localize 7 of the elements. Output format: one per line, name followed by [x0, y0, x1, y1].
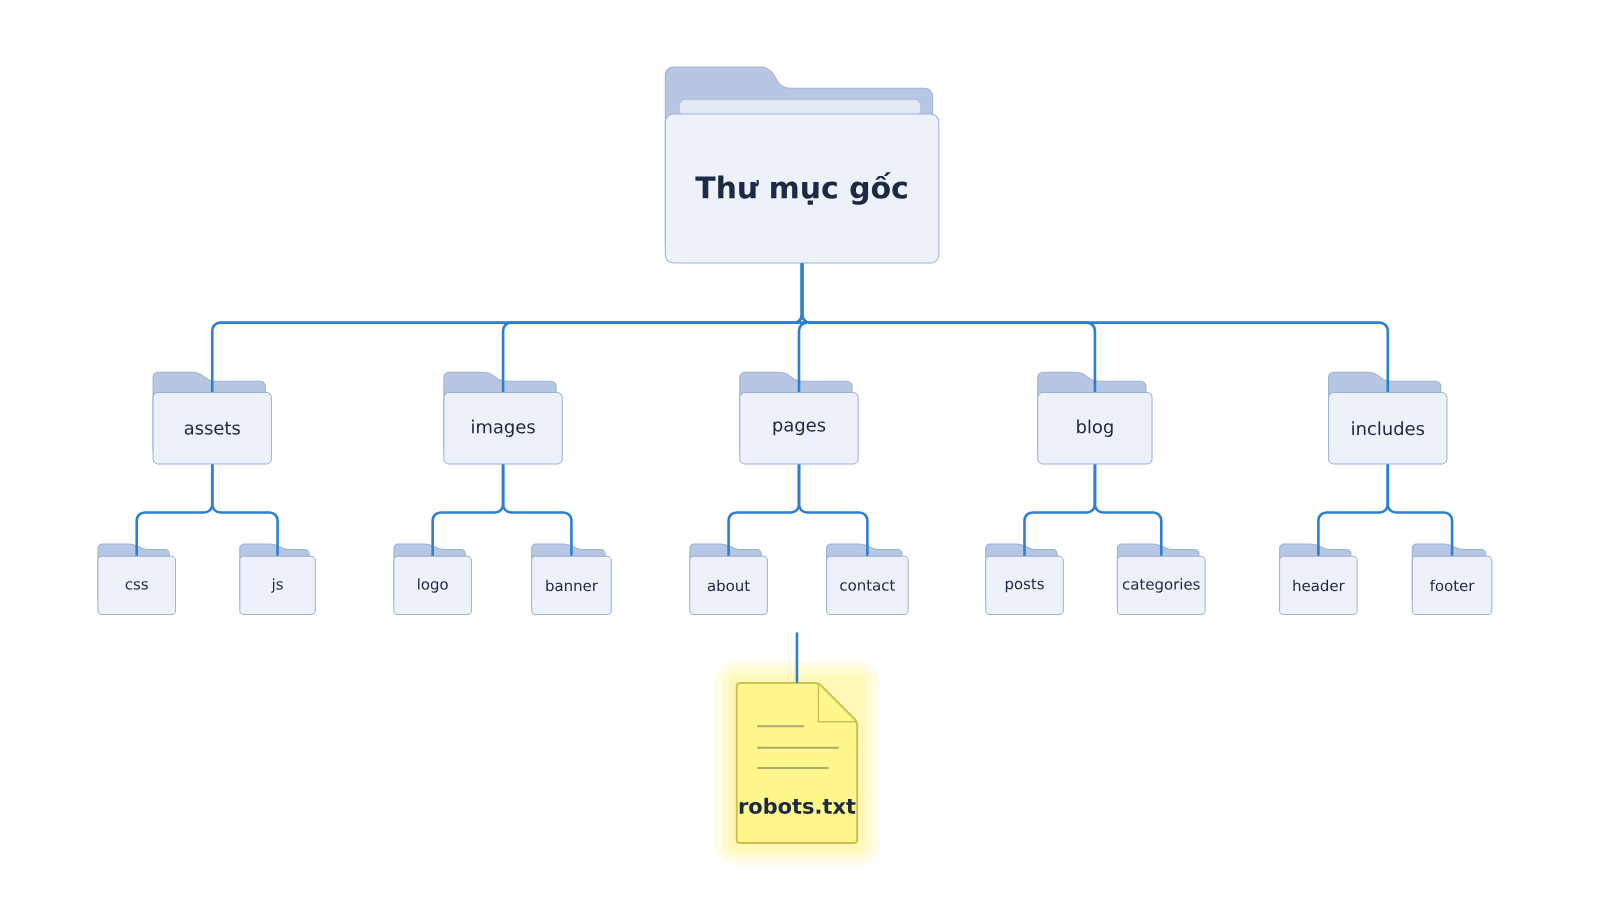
connector-line — [1093, 464, 1163, 556]
connector-line — [210, 464, 279, 556]
connector-line — [800, 263, 1390, 393]
connector-line — [797, 464, 869, 556]
connector-line — [1386, 464, 1454, 556]
connector-line — [795, 632, 799, 683]
connector-line — [501, 464, 573, 556]
